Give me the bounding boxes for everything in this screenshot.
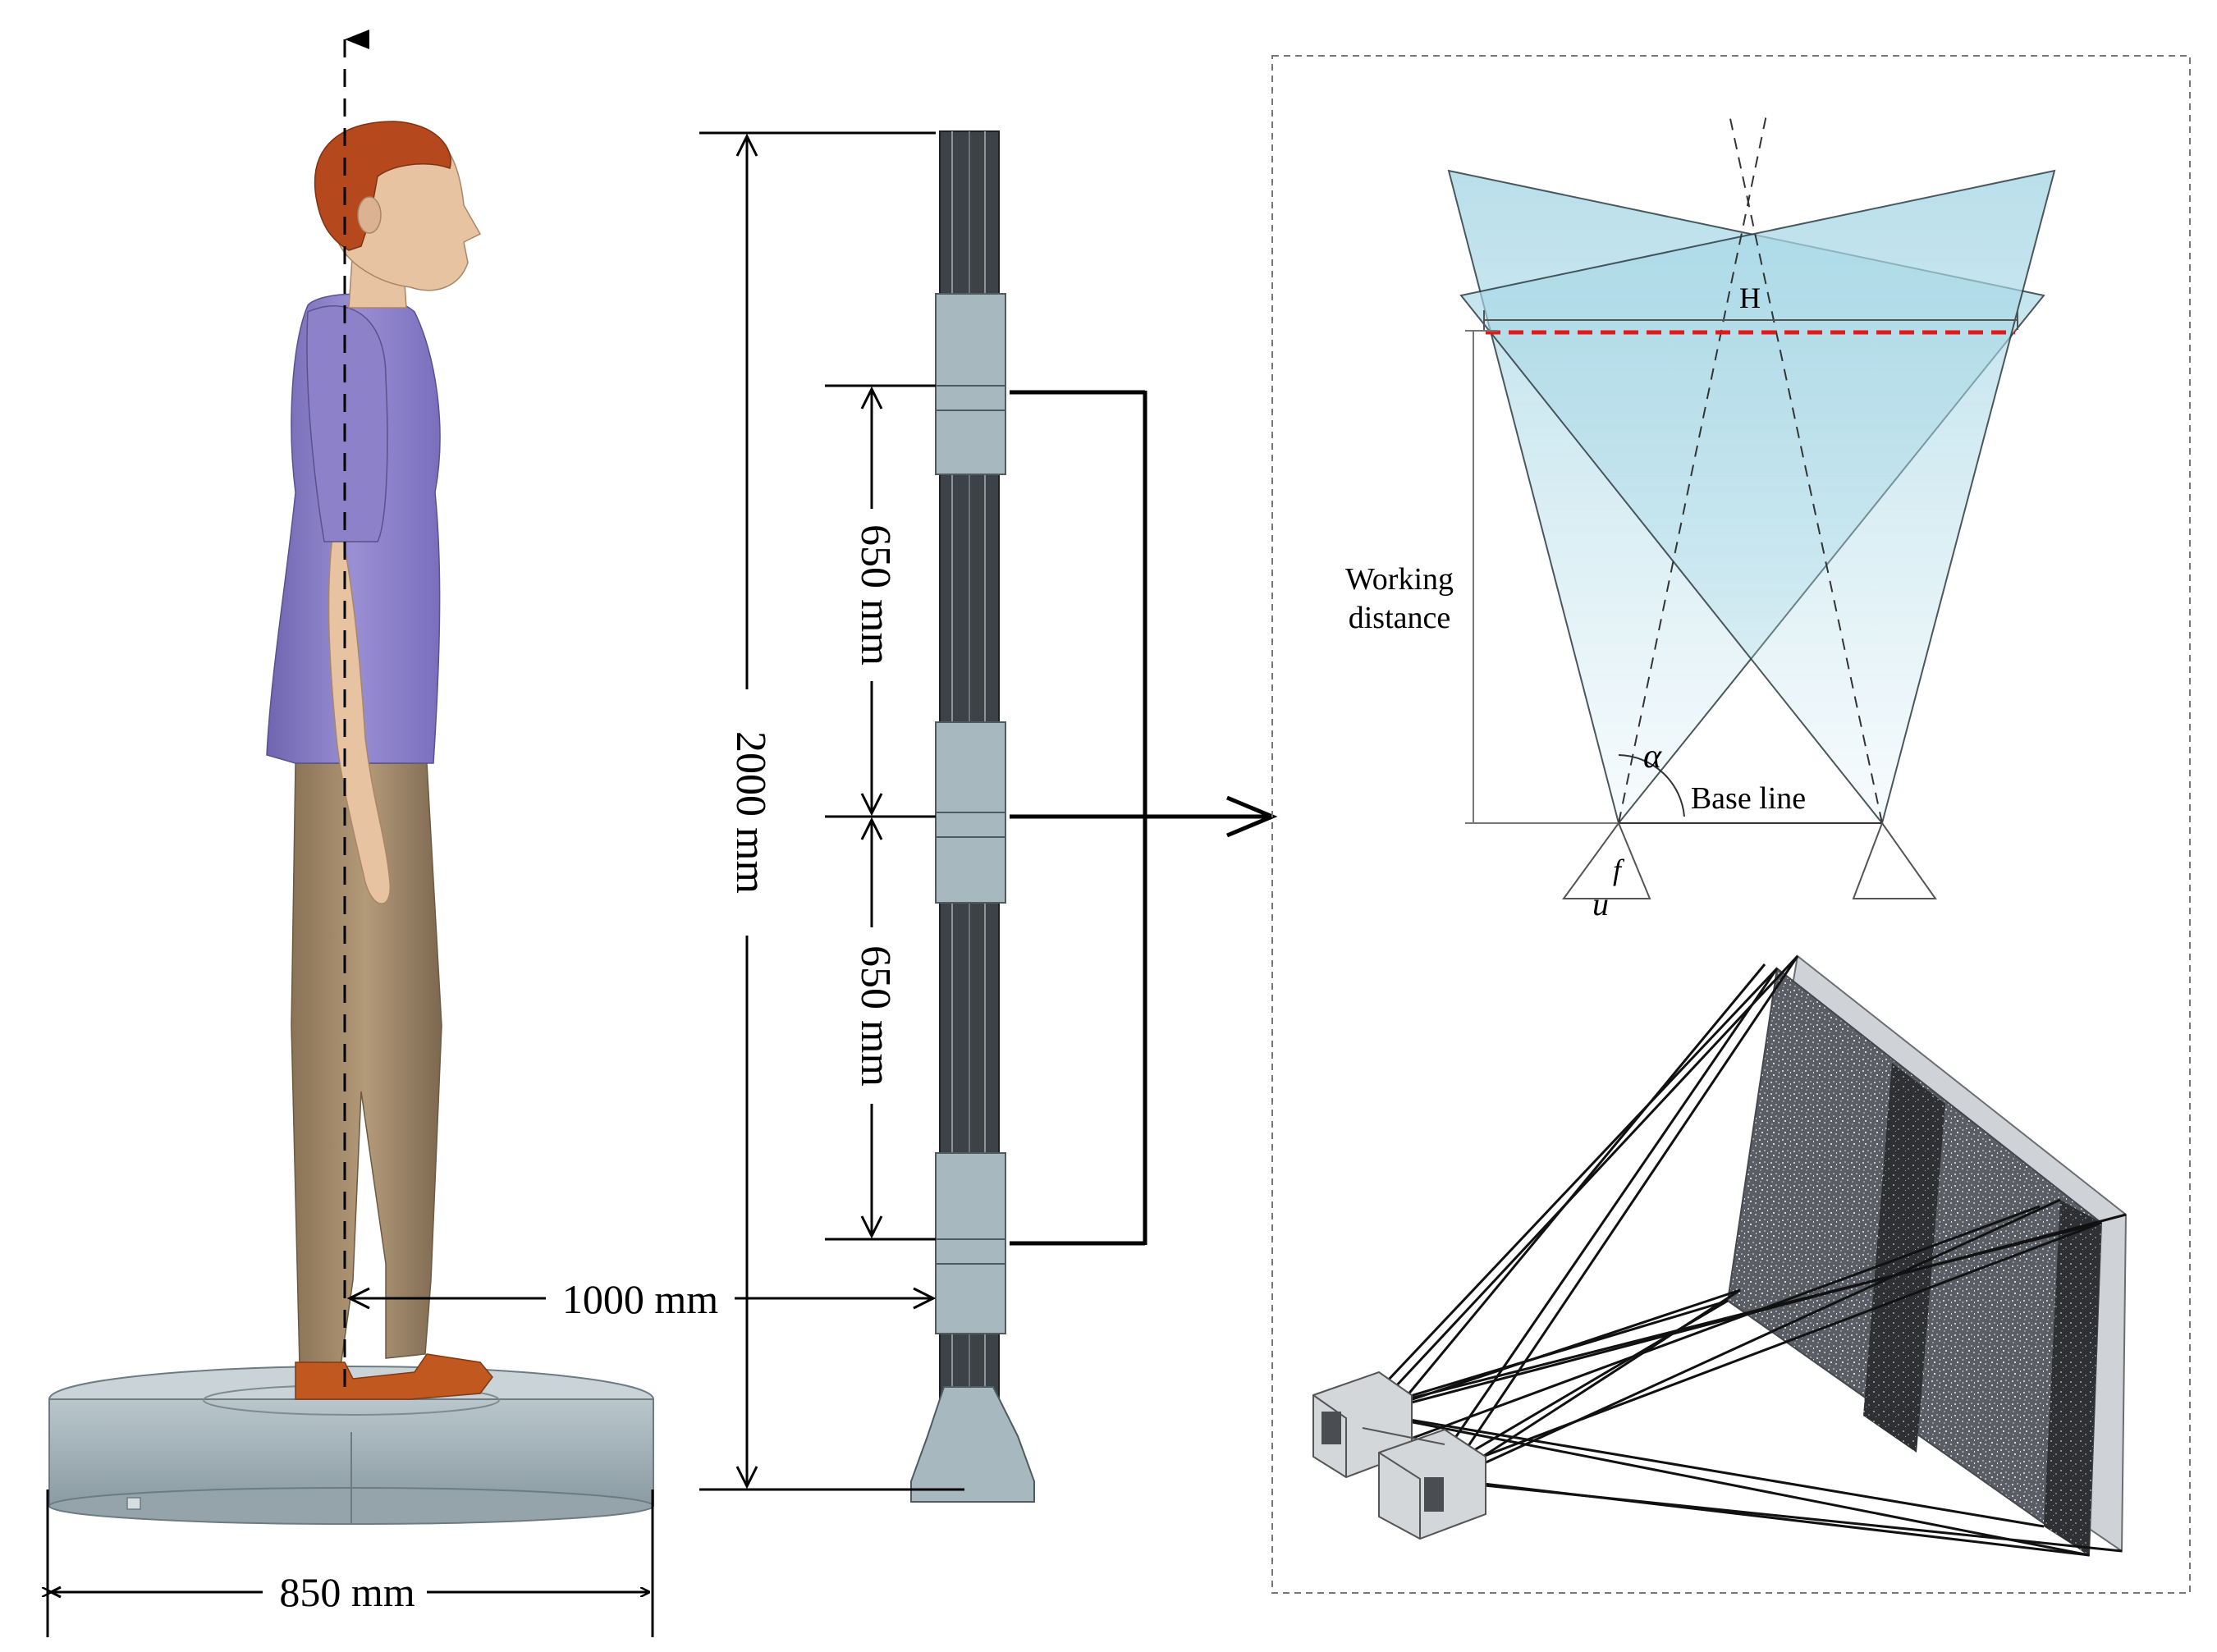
angle-label: α [1643, 738, 1662, 776]
turntable-dimension: 850 mm [48, 1490, 654, 1637]
column-height-label: 2000 mm [727, 731, 774, 894]
camera-module-top [935, 293, 1006, 475]
camera-module-bottom [935, 1152, 1006, 1334]
camera-distance-dimension: 1000 mm [346, 1276, 937, 1322]
turntable-diameter-label: 850 mm [279, 1569, 415, 1615]
detail-bracket [1010, 390, 1278, 1246]
stereo-camera-housing [1312, 1371, 1486, 1540]
camera-distance-label: 1000 mm [562, 1276, 718, 1322]
camera-module-middle [935, 721, 1006, 904]
camera-spacing-upper-label: 650 mm [852, 524, 899, 666]
working-distance-label-line2: distance [1349, 601, 1451, 635]
working-distance-label-line1: Working [1345, 562, 1454, 597]
stereo-geometry-diagram: H Working distance Base line α f u [1345, 114, 2056, 922]
field-height-label: H [1739, 281, 1761, 314]
detail-panel [1271, 55, 2191, 1594]
turntable [48, 1366, 654, 1525]
camera-spacing-dimensions: 650 mm 650 mm [825, 384, 936, 1241]
person-figure [48, 121, 654, 1525]
baseline-label: Base line [1691, 781, 1806, 816]
sensor-label: u [1592, 885, 1609, 922]
camera-spacing-lower-label: 650 mm [852, 945, 899, 1087]
projection-render [1312, 954, 2128, 1557]
column-height-dimension: 2000 mm [699, 131, 964, 1491]
camera-column [910, 130, 1035, 1503]
